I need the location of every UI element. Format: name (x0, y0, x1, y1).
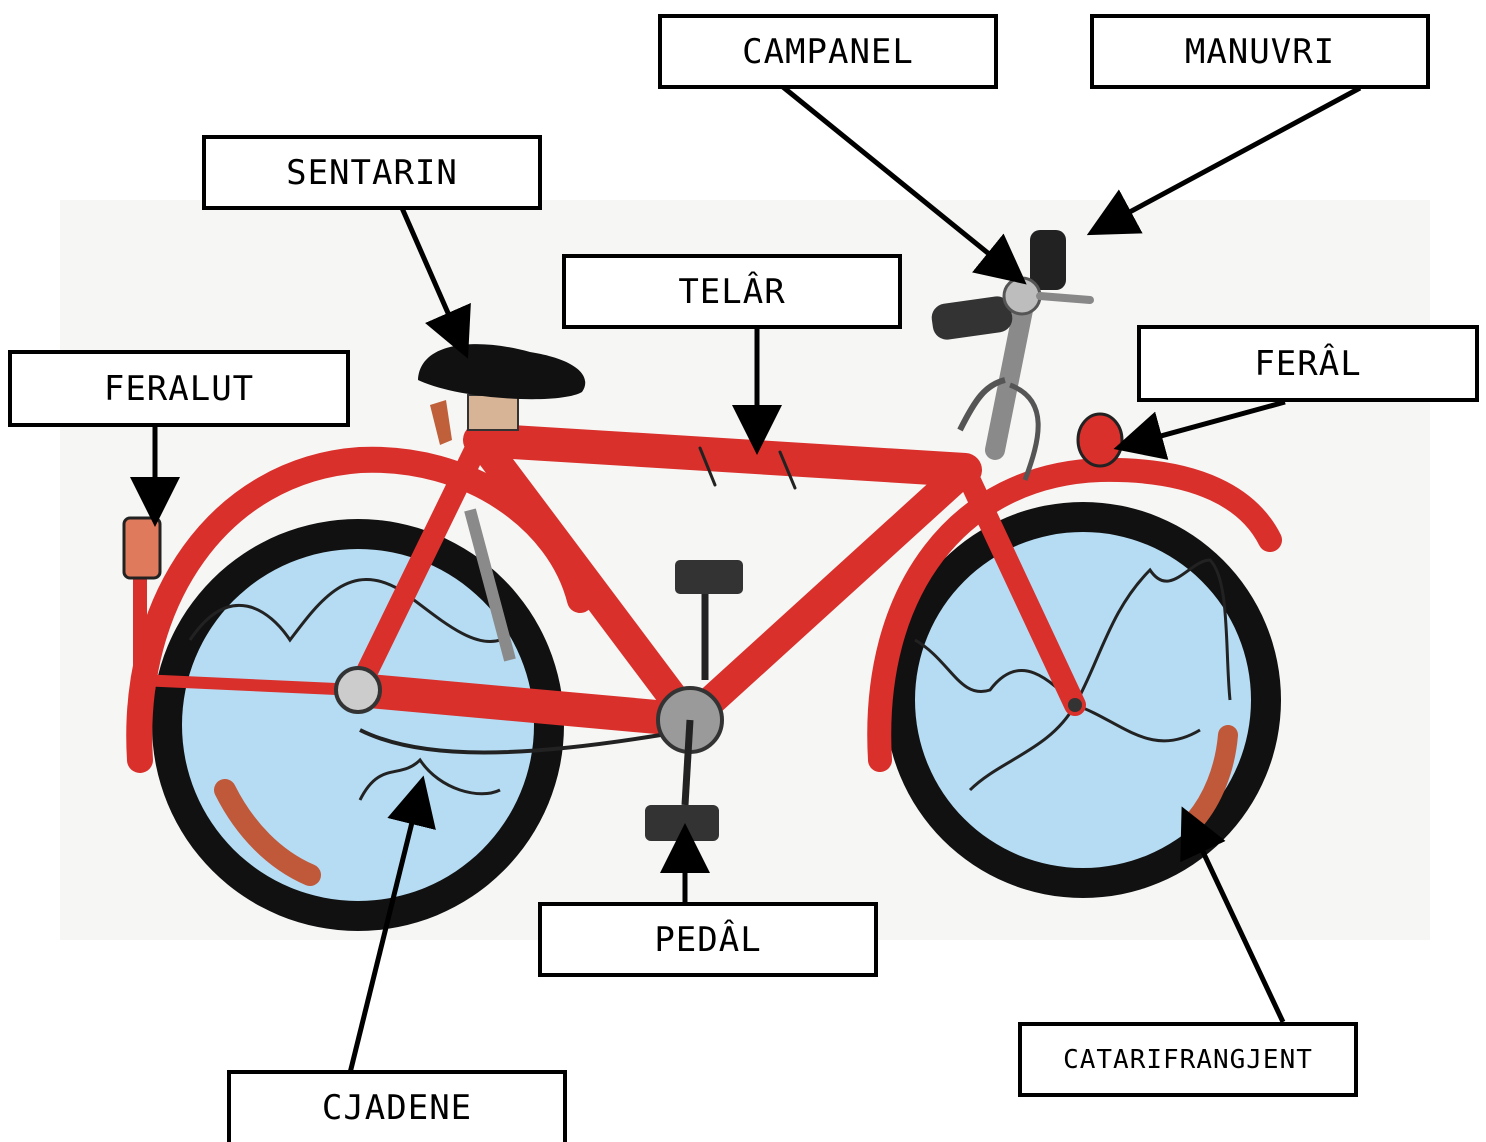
label-catarifrangjent: CATARIFRANGJENT (1018, 1022, 1358, 1097)
front-light (1078, 414, 1122, 466)
rear-wheel (152, 519, 564, 931)
label-feral: FERÂL (1137, 325, 1479, 402)
rear-light (124, 518, 160, 578)
lower-pedal (645, 805, 719, 841)
label-manuvri: MANUVRI (1090, 14, 1430, 89)
label-telar: TELÂR (562, 254, 902, 329)
upper-pedal (675, 560, 743, 594)
bell (1004, 278, 1040, 314)
label-pedal: PEDÂL (538, 902, 878, 977)
label-feralut: FERALUT (8, 350, 350, 427)
label-sentarin: SENTARIN (202, 135, 542, 210)
rear-rim (182, 549, 534, 901)
rear-hub (336, 668, 380, 712)
handlebar-top (1030, 230, 1066, 290)
label-campanel: CAMPANEL (658, 14, 998, 89)
label-cjadene: CJADENE (227, 1070, 567, 1142)
